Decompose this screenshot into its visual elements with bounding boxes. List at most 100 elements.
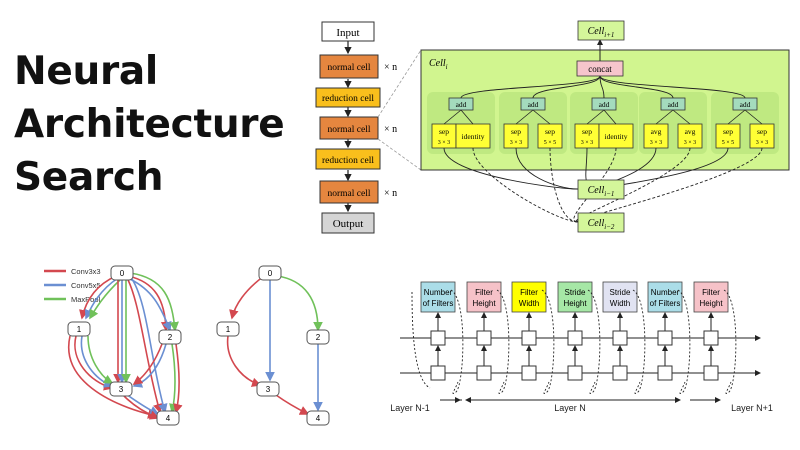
stack-normal-cell-1: normal cell × n (319, 54, 397, 79)
cell-input-edge (472, 147, 579, 223)
concat-label: concat (588, 64, 612, 74)
op-size-label: 3 × 3 (684, 140, 696, 146)
op-label: avg (685, 127, 696, 136)
dag-node: 1 (67, 321, 91, 337)
rnn-cell-bottom (657, 365, 673, 381)
dag-node: 0 (258, 265, 282, 281)
stack-repeat-label: × n (384, 188, 397, 199)
dag-node-label: 1 (226, 325, 231, 334)
cell-input-edge (575, 147, 691, 223)
add-node: add (448, 97, 474, 111)
add-label: add (528, 100, 539, 109)
rnn-label-line2: of Filters (650, 299, 681, 308)
dag-node: 2 (306, 329, 330, 345)
op-size-label: 3 × 3 (650, 140, 662, 146)
op-to-add-edge (603, 109, 617, 125)
op-size-label: 3 × 3 (581, 140, 593, 146)
rnn-feedback-edge (723, 289, 737, 394)
rnn-cell-top (612, 330, 628, 346)
op-label: identity (605, 132, 628, 141)
op-to-add-edge (727, 109, 746, 125)
dag-node-label: 0 (120, 269, 125, 278)
dag-node: 0 (110, 265, 134, 281)
legend-label: Conv3x3 (71, 267, 101, 276)
stack-output-label: Output (333, 218, 364, 230)
stack-repeat-label: × n (384, 62, 397, 73)
concat-node: concat (576, 60, 624, 77)
rnn-feedback-edge (450, 289, 464, 394)
dag-node-label: 2 (168, 333, 173, 342)
stack-normal-cell-label: normal cell (328, 63, 371, 73)
legend-item: Conv3x3 (44, 267, 101, 276)
stack-normal-cell-2: normal cell × n (319, 116, 397, 140)
op-label: sep (545, 127, 555, 136)
stack-normal-cell-label: normal cell (328, 125, 371, 135)
op-label: identity (462, 132, 485, 141)
cell-i-label: Celli (429, 58, 448, 71)
legend-label: Conv5x5 (71, 281, 101, 290)
rnn-cell-bottom (612, 365, 628, 381)
op-size-label: 5 × 5 (544, 140, 556, 146)
rnn-label-line2: of Filters (423, 299, 454, 308)
stack-normal-cell-3: normal cell × n (319, 180, 397, 204)
add-label: add (740, 100, 751, 109)
layer-prev-label: Layer N-1 (390, 403, 430, 413)
stack-reduction-cell-1: reduction cell (315, 87, 381, 108)
operation-node: sep 5 × 5 (537, 123, 563, 149)
operation-node: identity (598, 123, 634, 149)
rnn-label-line2: Height (699, 299, 723, 308)
dag-node: 4 (156, 410, 180, 426)
stack-reduction-cell-2: reduction cell (315, 148, 381, 170)
cell-next-node: Celli+1 (577, 20, 625, 41)
add-node: add (660, 97, 686, 111)
title-line-2: Architecture (14, 102, 285, 147)
zoom-line-bottom (377, 138, 422, 171)
cell-next-label: Celli+1 (588, 26, 615, 39)
op-to-add-edge (672, 109, 691, 125)
dag-node: 3 (109, 381, 133, 397)
rnn-label-line2: Width (519, 299, 539, 308)
add-to-concat-edge (599, 75, 605, 99)
add-to-concat-edge (460, 75, 601, 99)
op-label: sep (511, 127, 521, 136)
dag-node-label: 0 (268, 269, 273, 278)
rnn-label-line1: Number (651, 288, 680, 297)
rnn-label-line1: Filter (475, 288, 493, 297)
op-label: sep (723, 127, 733, 136)
operation-node: avg 3 × 3 (677, 123, 703, 149)
cell-prev2-node: Celli−2 (577, 212, 625, 233)
op-to-add-edge (744, 109, 763, 125)
dag-node-label: 4 (316, 414, 321, 423)
dag-node-label: 4 (166, 414, 171, 423)
cell-stack: Input normal cell × n reduction cell nor… (315, 21, 422, 234)
op-to-add-edge (655, 109, 674, 125)
rnn-initial-edge (411, 291, 431, 389)
rnn-feedback-edge (632, 289, 646, 394)
op-size-label: 3 × 3 (510, 140, 522, 146)
rnn-cell-bottom (521, 365, 537, 381)
stack-input: Input (321, 21, 375, 42)
rnn-cell-bottom (476, 365, 492, 381)
rnn-label-line1: Stride (610, 288, 631, 297)
title-line-3: Search (14, 155, 164, 200)
rnn-cell-top (657, 330, 673, 346)
op-size-label: 3 × 3 (756, 140, 768, 146)
add-to-concat-edge (599, 75, 746, 99)
dag-node-label: 3 (119, 385, 124, 394)
dag-node: 4 (306, 410, 330, 426)
layer-next-label: Layer N+1 (731, 403, 773, 413)
